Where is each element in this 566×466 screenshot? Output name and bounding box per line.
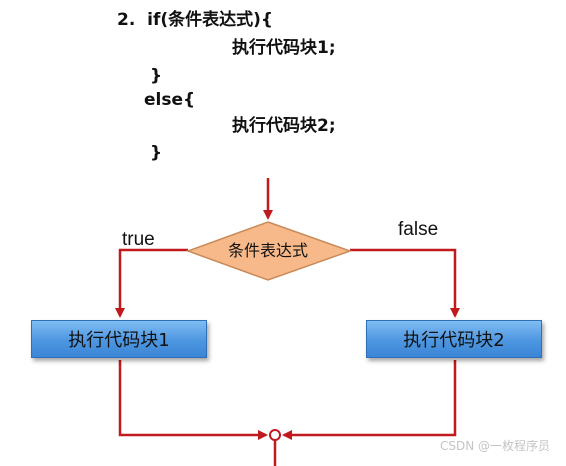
false-label: false: [398, 219, 439, 240]
merge-left-arrow: [118, 360, 268, 440]
code-block-2: 执行代码块2: [366, 320, 542, 358]
code-line-block2: 执行代码块2;: [232, 116, 336, 136]
code-block-2-label: 执行代码块2: [403, 330, 505, 351]
code-block-1: 执行代码块1: [31, 320, 207, 358]
code-line-else: else{: [144, 90, 196, 110]
condition-diamond: [185, 221, 353, 281]
code-line-close2: }: [150, 143, 163, 163]
code-line-if: 2. if(条件表达式){: [117, 10, 273, 30]
true-label: true: [122, 229, 155, 250]
code-line-block1: 执行代码块1;: [232, 38, 336, 58]
true-branch-arrow: [115, 248, 188, 318]
code-line-close1: }: [150, 66, 163, 86]
merge-node: [269, 429, 281, 441]
merge-right-arrow: [282, 360, 457, 440]
code-block-1-label: 执行代码块1: [68, 330, 170, 351]
watermark: CSDN @一枚程序员: [440, 439, 551, 453]
false-branch-arrow: [350, 248, 460, 318]
condition-label: 条件表达式: [228, 241, 309, 260]
